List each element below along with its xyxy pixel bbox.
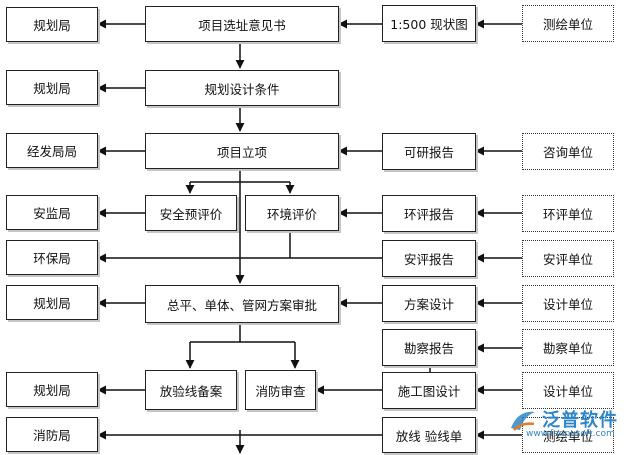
survey-report-box: 勘察报告	[382, 329, 476, 366]
topo-map-box: 1:500 现状图	[382, 5, 476, 42]
bureau-planning-1: 规划局	[6, 7, 98, 42]
brand-logo-icon	[511, 411, 535, 431]
env-eval-box: 环境评价	[245, 195, 339, 231]
scheme-design-box: 方案设计	[382, 285, 476, 322]
project-approval-box: 项目立项	[145, 133, 339, 169]
org-design-1: 设计单位	[522, 285, 614, 322]
bureau-planning-3: 规划局	[6, 285, 98, 320]
bureau-fire: 消防局	[6, 417, 98, 452]
org-env: 环评单位	[522, 195, 614, 232]
org-consulting: 咨询单位	[522, 133, 614, 170]
setout-sheet-box: 放线 验线单	[382, 417, 476, 453]
setout-filing-box: 放验线备案	[145, 370, 237, 410]
bureau-planning-4: 规划局	[6, 372, 98, 407]
bureau-safety: 安监局	[6, 195, 98, 230]
bureau-development: 经发局局	[6, 133, 98, 168]
org-mapping-2: 测绘单位	[522, 417, 614, 453]
master-plan-review-box: 总平、单体、管网方案审批	[145, 285, 339, 323]
construction-design-box: 施工图设计	[382, 372, 476, 409]
bureau-planning-2: 规划局	[6, 70, 98, 105]
org-mapping-1: 测绘单位	[522, 5, 614, 42]
feasibility-report-box: 可研报告	[382, 133, 476, 170]
bureau-environment: 环保局	[6, 240, 98, 275]
watermark-url: www.fanpusoft.com	[526, 429, 615, 439]
env-report-box: 环评报告	[382, 195, 476, 232]
org-design-2: 设计单位	[522, 372, 614, 409]
safety-pre-eval-box: 安全预评价	[145, 195, 237, 231]
watermark: 泛普软件 www.fanpusoft.com	[498, 404, 630, 455]
fire-review-box: 消防审查	[245, 370, 316, 410]
org-survey: 勘察单位	[522, 329, 614, 366]
org-safety: 安评单位	[522, 240, 614, 277]
site-opinion-box: 项目选址意见书	[145, 6, 339, 42]
safety-report-box: 安评报告	[382, 240, 476, 277]
watermark-brand: 泛普软件	[542, 410, 618, 431]
planning-conditions-box: 规划设计条件	[145, 70, 339, 106]
